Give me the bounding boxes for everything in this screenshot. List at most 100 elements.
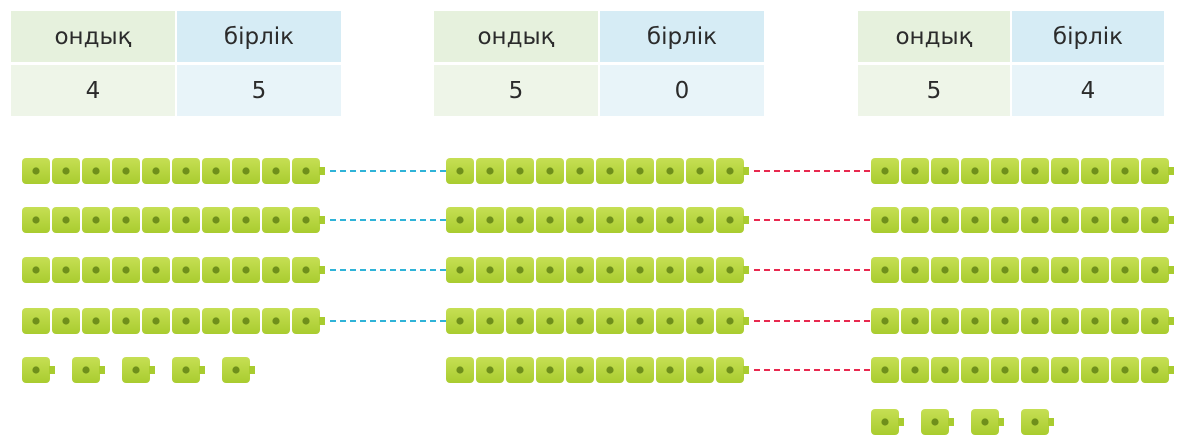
tens-rod: [22, 308, 325, 334]
rod-cube: [1111, 308, 1139, 334]
rod-cube: [262, 257, 290, 283]
rod-cube: [292, 308, 325, 334]
rod-cube: [901, 308, 929, 334]
rod-cube: [991, 357, 1019, 383]
rod-cube: [656, 257, 684, 283]
rod-cube: [626, 207, 654, 233]
rod-cube: [446, 158, 474, 184]
tens-value: 4: [11, 65, 175, 116]
rod-cube: [596, 257, 624, 283]
tens-rod: [871, 158, 1174, 184]
rod-cube: [596, 207, 624, 233]
rod-cube: [112, 257, 140, 283]
rod-cube: [536, 357, 564, 383]
rod-cube: [172, 207, 200, 233]
rod-cube: [961, 158, 989, 184]
tens-rod: [446, 308, 749, 334]
rod-cube: [686, 158, 714, 184]
rod-cube: [22, 308, 50, 334]
rod-cube: [991, 308, 1019, 334]
rod-cube: [1141, 308, 1174, 334]
unit-cube: [22, 357, 55, 383]
rod-cube: [1081, 207, 1109, 233]
rod-cube: [232, 158, 260, 184]
rod-cube: [871, 308, 899, 334]
rod-cube: [931, 357, 959, 383]
rod-cube: [1111, 207, 1139, 233]
rod-cube: [112, 207, 140, 233]
rod-cube: [112, 158, 140, 184]
rod-cube: [1021, 308, 1049, 334]
rod-cube: [871, 357, 899, 383]
rod-cube: [506, 158, 534, 184]
rod-cube: [1021, 207, 1049, 233]
rod-cube: [82, 207, 110, 233]
unit-cube: [921, 409, 954, 435]
rod-cube: [52, 308, 80, 334]
rod-cube: [901, 257, 929, 283]
tens-rod: [22, 207, 325, 233]
rod-cube: [716, 207, 749, 233]
rod-cube: [656, 357, 684, 383]
tens-header: ондық: [858, 11, 1010, 62]
tens-rod: [446, 257, 749, 283]
rod-cube: [292, 207, 325, 233]
rod-cube: [52, 158, 80, 184]
unit-cube: [122, 357, 155, 383]
rod-cube: [1141, 207, 1174, 233]
rod-cube: [476, 357, 504, 383]
rod-cube: [566, 357, 594, 383]
rod-cube: [716, 257, 749, 283]
tens-rod: [871, 257, 1174, 283]
rod-cube: [1111, 158, 1139, 184]
tens-rod: [22, 158, 325, 184]
rod-cube: [476, 257, 504, 283]
rod-cube: [1021, 357, 1049, 383]
rod-cube: [656, 158, 684, 184]
tens-rod: [22, 257, 325, 283]
rod-cube: [656, 207, 684, 233]
rod-cube: [1051, 158, 1079, 184]
rod-cube: [1141, 357, 1174, 383]
rod-cube: [566, 158, 594, 184]
rod-cube: [202, 207, 230, 233]
rod-cube: [142, 257, 170, 283]
unit-cube: [1021, 409, 1054, 435]
rod-cube: [596, 158, 624, 184]
rod-cube: [901, 158, 929, 184]
rod-cube: [626, 257, 654, 283]
rod-cube: [1141, 158, 1174, 184]
rod-cube: [142, 308, 170, 334]
rod-cube: [446, 207, 474, 233]
tens-rod: [446, 207, 749, 233]
rod-cube: [626, 308, 654, 334]
rod-cube: [686, 308, 714, 334]
rod-cube: [262, 308, 290, 334]
unit-cube: [971, 409, 1004, 435]
rod-cube: [1021, 257, 1049, 283]
rod-cube: [961, 257, 989, 283]
tens-header: ондық: [11, 11, 175, 62]
rod-cube: [961, 308, 989, 334]
rod-cube: [991, 257, 1019, 283]
tens-header: ондық: [434, 11, 598, 62]
rod-cube: [112, 308, 140, 334]
rod-cube: [22, 158, 50, 184]
rod-cube: [716, 357, 749, 383]
rod-cube: [1141, 257, 1174, 283]
units-header: бірлік: [1012, 11, 1164, 62]
rod-cube: [1051, 257, 1079, 283]
rod-cube: [931, 207, 959, 233]
rod-cube: [172, 308, 200, 334]
tens-rod: [871, 357, 1174, 383]
rod-cube: [476, 158, 504, 184]
rod-cube: [566, 207, 594, 233]
rod-cube: [686, 257, 714, 283]
rod-cube: [1081, 257, 1109, 283]
rod-cube: [446, 257, 474, 283]
rod-cube: [626, 158, 654, 184]
tens-rod: [871, 207, 1174, 233]
unit-cube: [172, 357, 205, 383]
rod-cube: [446, 357, 474, 383]
